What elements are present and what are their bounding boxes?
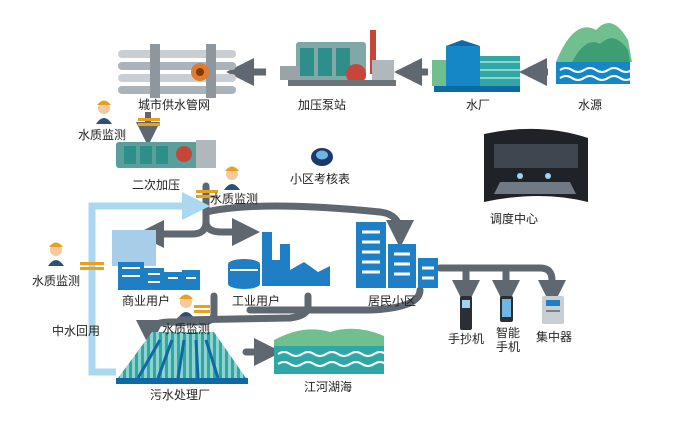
water-source-icon — [556, 22, 633, 84]
label-city-pipe-network: 城市供水管网 — [138, 98, 211, 112]
label-commercial-users: 商业用户 — [122, 294, 171, 308]
worker-icon — [178, 294, 194, 318]
smartphone-icon — [500, 296, 513, 322]
label-residential: 居民小区 — [368, 294, 417, 308]
label-rivers-lakes: 江河湖海 — [304, 380, 353, 394]
commercial-building-icon — [112, 230, 200, 290]
secondary-pump-icon — [116, 140, 216, 168]
label-dispatch-center: 调度中心 — [490, 212, 539, 226]
label-sewage-plant: 污水处理厂 — [150, 388, 211, 402]
label-smart-phone: 智能 手机 — [496, 326, 521, 354]
label-secondary-boost: 二次加压 — [132, 178, 181, 192]
water-plant-icon — [432, 40, 520, 92]
label-district-meter: 小区考核表 — [290, 172, 351, 186]
label-reclaimed-water: 中水回用 — [52, 324, 101, 338]
industrial-factory-icon — [228, 232, 330, 289]
label-wq-monitor-4: 水质监测 — [162, 322, 211, 336]
pipe-network-icon — [118, 44, 236, 98]
label-water-plant: 水厂 — [466, 98, 491, 112]
booster-pump-icon — [280, 30, 396, 86]
reclaim-pipes — [88, 192, 210, 376]
worker-icon — [48, 242, 64, 266]
sewage-plant-icon — [116, 332, 248, 384]
label-handheld-reader: 手抄机 — [448, 332, 485, 346]
label-concentrator: 集中器 — [536, 330, 573, 344]
label-booster-station: 加压泵站 — [298, 98, 347, 112]
handheld-reader-icon — [460, 296, 472, 330]
worker-icon — [224, 166, 240, 190]
label-wq-monitor-1: 水质监测 — [78, 128, 127, 142]
label-water-source: 水源 — [578, 98, 603, 112]
dispatch-room-icon — [484, 128, 588, 202]
label-industrial-users: 工业用户 — [232, 294, 281, 308]
worker-icon — [96, 100, 112, 124]
label-wq-monitor-3: 水质监测 — [32, 274, 81, 288]
distribution-pipes — [136, 182, 566, 366]
river-icon — [274, 328, 387, 374]
residential-building-icon — [356, 222, 438, 288]
label-wq-monitor-2: 水质监测 — [210, 192, 259, 206]
monitor-valve — [138, 118, 160, 126]
district-meter-icon — [311, 148, 333, 166]
monitor-valve — [80, 262, 104, 270]
concentrator-icon — [542, 296, 564, 324]
